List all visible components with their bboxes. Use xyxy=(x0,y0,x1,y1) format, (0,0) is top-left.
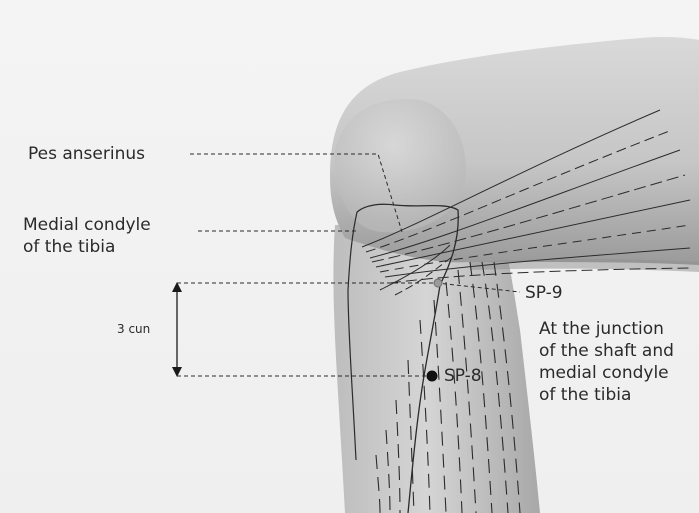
medial-condyle-label-line1: Medial condyle xyxy=(23,215,151,236)
sp8-point xyxy=(427,371,438,382)
pes-anserinus-label: Pes anserinus xyxy=(28,144,145,165)
junction-note-line2: of the shaft and xyxy=(539,341,674,362)
junction-note-line4: of the tibia xyxy=(539,385,631,406)
knee-cap-shading xyxy=(335,99,466,232)
sp9-point xyxy=(434,279,442,287)
sp8-label: SP-8 xyxy=(444,366,482,386)
cun-measure-arrow xyxy=(172,282,182,377)
medial-condyle-label-line2: of the tibia xyxy=(23,237,115,258)
sp9-label: SP-9 xyxy=(525,283,563,303)
cun-distance-label: 3 cun xyxy=(117,322,150,336)
junction-note-line1: At the junction xyxy=(539,319,664,340)
junction-note-line3: medial condyle xyxy=(539,363,669,384)
